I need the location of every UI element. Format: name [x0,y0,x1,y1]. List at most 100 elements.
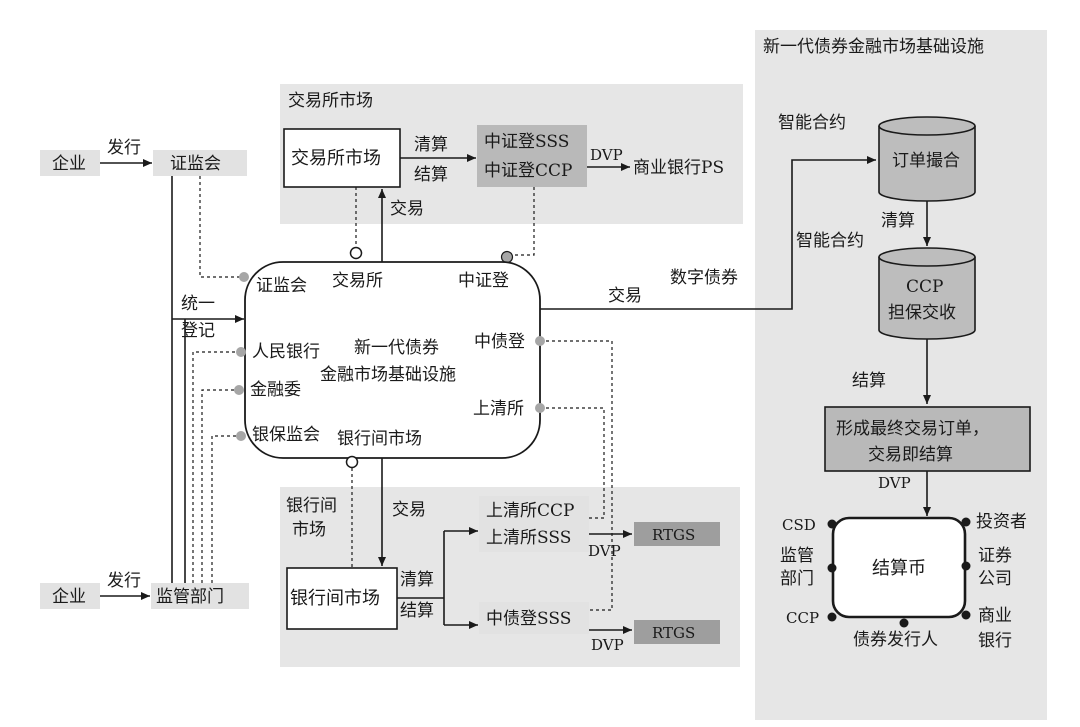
csrc-left-box [153,150,247,176]
unified-label-2: 登记 [181,321,215,341]
rtgs-top-label: RTGS [652,526,695,544]
digital-bond-label: 数字债券 [670,268,738,288]
ccdc-dvp-label: DVP [591,636,624,654]
securities-label-1: 证券 [978,546,1012,566]
ccdc-sss-box [479,602,589,634]
exchange-market-title: 交易所市场 [288,91,373,111]
exchange-dvp-label: DVP [590,146,623,164]
regulator-label-2: 部门 [780,569,814,589]
interbank-trade-label: 交易 [392,500,426,520]
exchange-settlement-label: 结算 [414,165,448,185]
infra-clearing-label: 清算 [881,211,915,231]
company-bottom-label: 企业 [52,587,86,607]
regulator-dot [827,563,837,573]
unified-label-1: 统一 [181,294,215,314]
center-shc-label: 上清所 [473,399,524,419]
shc-sss-label: 上清所SSS [486,528,571,548]
final-order-label-1: 形成最终交易订单， [836,419,989,439]
csd-label: CSD [782,516,816,534]
order-matching-cylinder [878,126,976,202]
ccp-cylinder-top [878,247,976,267]
csdc-sss-label: 中证登SSS [484,132,569,152]
exchange-market-box-label: 交易所市场 [291,148,381,169]
csdc-dotted-link [512,187,535,256]
csrc-left-label: 证监会 [170,154,221,174]
infra-settlement-label: 结算 [852,371,886,391]
smart-contract-2-label: 智能合约 [796,231,864,251]
rtgs-top-box [634,522,720,546]
final-order-label-2: 交易即结算 [868,445,953,465]
interbank-market-title-2: 市场 [292,520,326,540]
trade-link-label: 交易 [608,286,642,306]
regulators-box [151,583,249,609]
commercial-dot [961,610,971,620]
center-exchange-label: 交易所 [332,271,383,291]
order-matching-cylinder-top [878,116,976,136]
ccp-cylinder-label-2: 担保交收 [888,303,956,323]
investor-dot [961,517,971,527]
ccp-dot [827,612,837,622]
trade-link-line [540,156,876,310]
infra-dvp-label: DVP [878,474,911,492]
issue-bottom-label: 发行 [107,571,141,591]
new-infra-title: 新一代债券金融市场基础设施 [763,37,984,57]
csdc-connector-dot [500,250,514,264]
exchange-connector-circle [349,246,363,260]
securities-dot [961,561,971,571]
ccp-cylinder [878,257,976,340]
center-shc-dot [535,403,545,413]
ccp-label: CCP [786,609,819,627]
exchange-clearing-label: 清算 [414,135,448,155]
center-csrc-label: 证监会 [256,276,307,296]
regulators-label: 监管部门 [156,587,224,607]
final-order-box [824,406,1031,472]
center-cbirc-label: 银保监会 [252,425,320,445]
investor-label: 投资者 [976,512,1027,532]
commercial-label-1: 商业 [978,606,1012,626]
company-top-box [40,150,100,176]
csrc-dotted-link [199,176,244,278]
exchange-trade-label: 交易 [390,199,424,219]
rtgs-bottom-box [634,620,720,644]
shc-dvp-label: DVP [588,542,621,560]
interbank-clearing-label: 清算 [400,570,434,590]
fin-committee-dotted-link [201,389,240,583]
center-pboc-label: 人民银行 [252,342,320,362]
csd-dot [827,519,837,529]
center-title-2: 金融市场基础设施 [320,365,456,385]
cbirc-dotted-link [211,435,240,583]
center-infra-box [244,261,541,459]
center-ccdc-label: 中债登 [474,332,525,352]
center-fin-committee-label: 金融委 [250,380,301,400]
csdc-ccp-label: 中证登CCP [484,161,572,181]
rtgs-bottom-label: RTGS [652,624,695,642]
center-title-1: 新一代债券 [354,338,439,358]
issue-top-label: 发行 [107,138,141,158]
shc-box [479,496,589,552]
ccdc-sss-label: 中债登SSS [486,609,571,629]
csdc-box [477,125,587,187]
center-pboc-dot [236,347,246,357]
ccp-cylinder-label-1: CCP [906,277,943,297]
center-csrc-dot [239,272,249,282]
order-matching-label: 订单撮合 [892,151,960,171]
commercial-label-2: 银行 [978,631,1012,651]
settlement-coin-label: 结算币 [872,558,926,579]
center-fin-dot [234,385,244,395]
issuer-dot [899,618,909,628]
smart-contract-1-label: 智能合约 [778,113,846,133]
center-cbirc-dot [236,431,246,441]
company-top-label: 企业 [52,154,86,174]
center-ccdc-dot [535,336,545,346]
interbank-connector-circle [345,455,359,469]
interbank-market-box-label: 银行间市场 [290,588,380,609]
ccdc-dotted-link [546,340,613,611]
center-csdc-label: 中证登 [458,271,509,291]
commercial-bank-ps-label: 商业银行PS [633,158,724,178]
shc-dotted-link [546,407,605,519]
shc-ccp-label: 上清所CCP [486,501,574,521]
center-interbank-label: 银行间市场 [337,429,422,449]
pboc-dotted-link [192,351,244,583]
regulator-label-1: 监管 [780,546,814,566]
